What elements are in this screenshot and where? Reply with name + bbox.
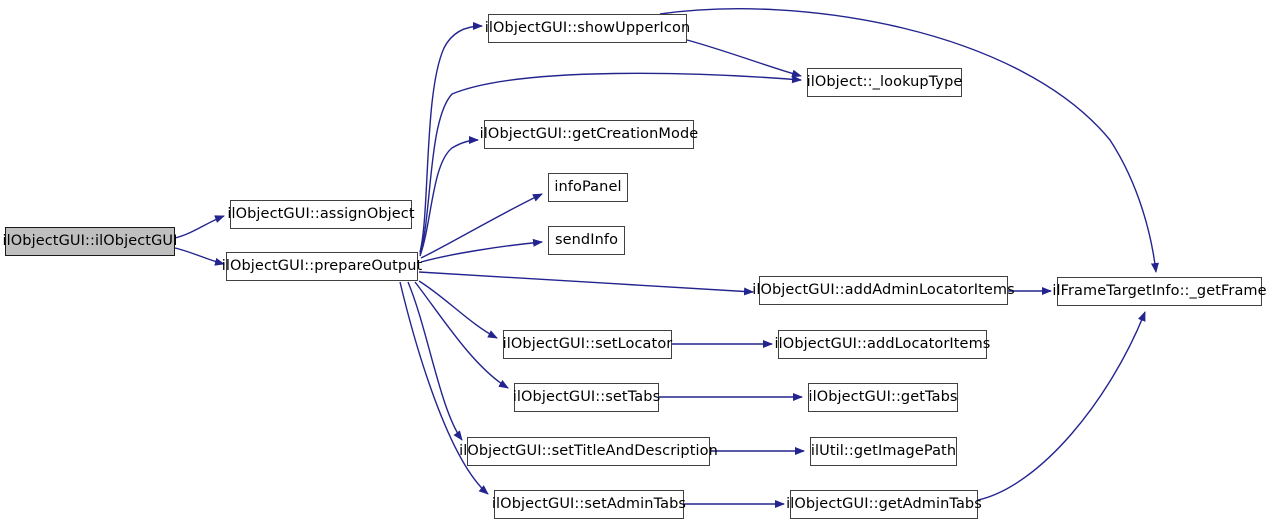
graph-node-prepareOutput[interactable]: ilObjectGUI::prepareOutput [222, 252, 422, 281]
graph-node-showUpperIcon[interactable]: ilObjectGUI::showUpperIcon [485, 14, 690, 43]
graph-node-getFrame[interactable]: ilFrameTargetInfo::_getFrame [1052, 277, 1267, 306]
graph-edge-prepareOutput-to-setTabs [414, 281, 509, 389]
graph-node-sendInfo[interactable]: sendInfo [548, 226, 625, 255]
graph-node-label: ilObjectGUI::getAdminTabs [786, 496, 982, 513]
graph-edge-showUpperIcon-to-getFrame [659, 8, 1159, 273]
graph-edge-prepareOutput-to-addAdminLocatorItems [418, 271, 754, 296]
graph-edge-getAdminTabs-to-getFrame [977, 311, 1146, 501]
graph-node-setAdminTabs[interactable]: ilObjectGUI::setAdminTabs [492, 490, 686, 519]
graph-node-label: ilObjectGUI::setTabs [512, 389, 661, 406]
graph-node-setTabs[interactable]: ilObjectGUI::setTabs [513, 383, 660, 412]
graph-node-label: ilObjectGUI::getCreationMode [479, 126, 699, 143]
graph-edge-prepareOutput-to-setTitleAndDescription [407, 281, 463, 441]
graph-node-label: ilObjectGUI::prepareOutput [221, 258, 423, 275]
graph-node-label: ilObjectGUI::addLocatorItems [774, 336, 991, 353]
graph-edge-prepareOutput-to-setLocator [418, 280, 498, 339]
graph-node-label: ilObjectGUI::showUpperIcon [484, 20, 691, 37]
graph-node-label: infoPanel [554, 179, 622, 196]
graph-node-label: ilObjectGUI::setAdminTabs [491, 496, 687, 513]
graph-node-label: ilObjectGUI::setTitleAndDescription [459, 443, 718, 460]
graph-edge-prepareOutput-to-getCreationMode [419, 136, 479, 257]
graph-node-addAdminLocatorItems[interactable]: ilObjectGUI::addAdminLocatorItems [752, 276, 1015, 305]
graph-node-label: ilObjectGUI::getTabs [808, 389, 958, 406]
graph-edge-prepareOutput-to-sendInfo [420, 238, 543, 263]
graph-edge-showUpperIcon-to-lookupType [686, 39, 802, 78]
graph-node-getImagePath[interactable]: ilUtil::getImagePath [810, 437, 957, 466]
graph-node-getCreationMode[interactable]: ilObjectGUI::getCreationMode [480, 120, 698, 149]
graph-node-label: ilFrameTargetInfo::_getFrame [1052, 283, 1267, 300]
graph-node-label: sendInfo [554, 232, 619, 249]
graph-node-getAdminTabs[interactable]: ilObjectGUI::getAdminTabs [786, 490, 982, 519]
graph-node-ilObjectGUI_ctor[interactable]: ilObjectGUI::ilObjectGUI [3, 227, 177, 256]
graph-node-lookupType[interactable]: ilObject::_lookupType [807, 68, 962, 97]
graph-node-label: ilObjectGUI::setLocator [502, 336, 673, 353]
graph-edge-prepareOutput-to-infoPanel [420, 193, 543, 259]
graph-node-label: ilUtil::getImagePath [810, 443, 957, 460]
graph-node-setTitleAndDescription[interactable]: ilObjectGUI::setTitleAndDescription [459, 437, 718, 466]
graph-node-addLocatorItems[interactable]: ilObjectGUI::addLocatorItems [775, 330, 990, 359]
graph-node-label: ilObject::_lookupType [806, 74, 963, 91]
graph-node-setLocator[interactable]: ilObjectGUI::setLocator [503, 330, 672, 359]
graph-node-getTabs[interactable]: ilObjectGUI::getTabs [808, 383, 958, 412]
graph-node-assignObject[interactable]: ilObjectGUI::assignObject [227, 200, 415, 229]
graph-node-label: ilObjectGUI::assignObject [227, 206, 415, 223]
graph-node-label: ilObjectGUI::ilObjectGUI [2, 233, 178, 250]
graph-node-infoPanel[interactable]: infoPanel [548, 173, 628, 202]
graph-node-label: ilObjectGUI::addAdminLocatorItems [752, 282, 1015, 299]
